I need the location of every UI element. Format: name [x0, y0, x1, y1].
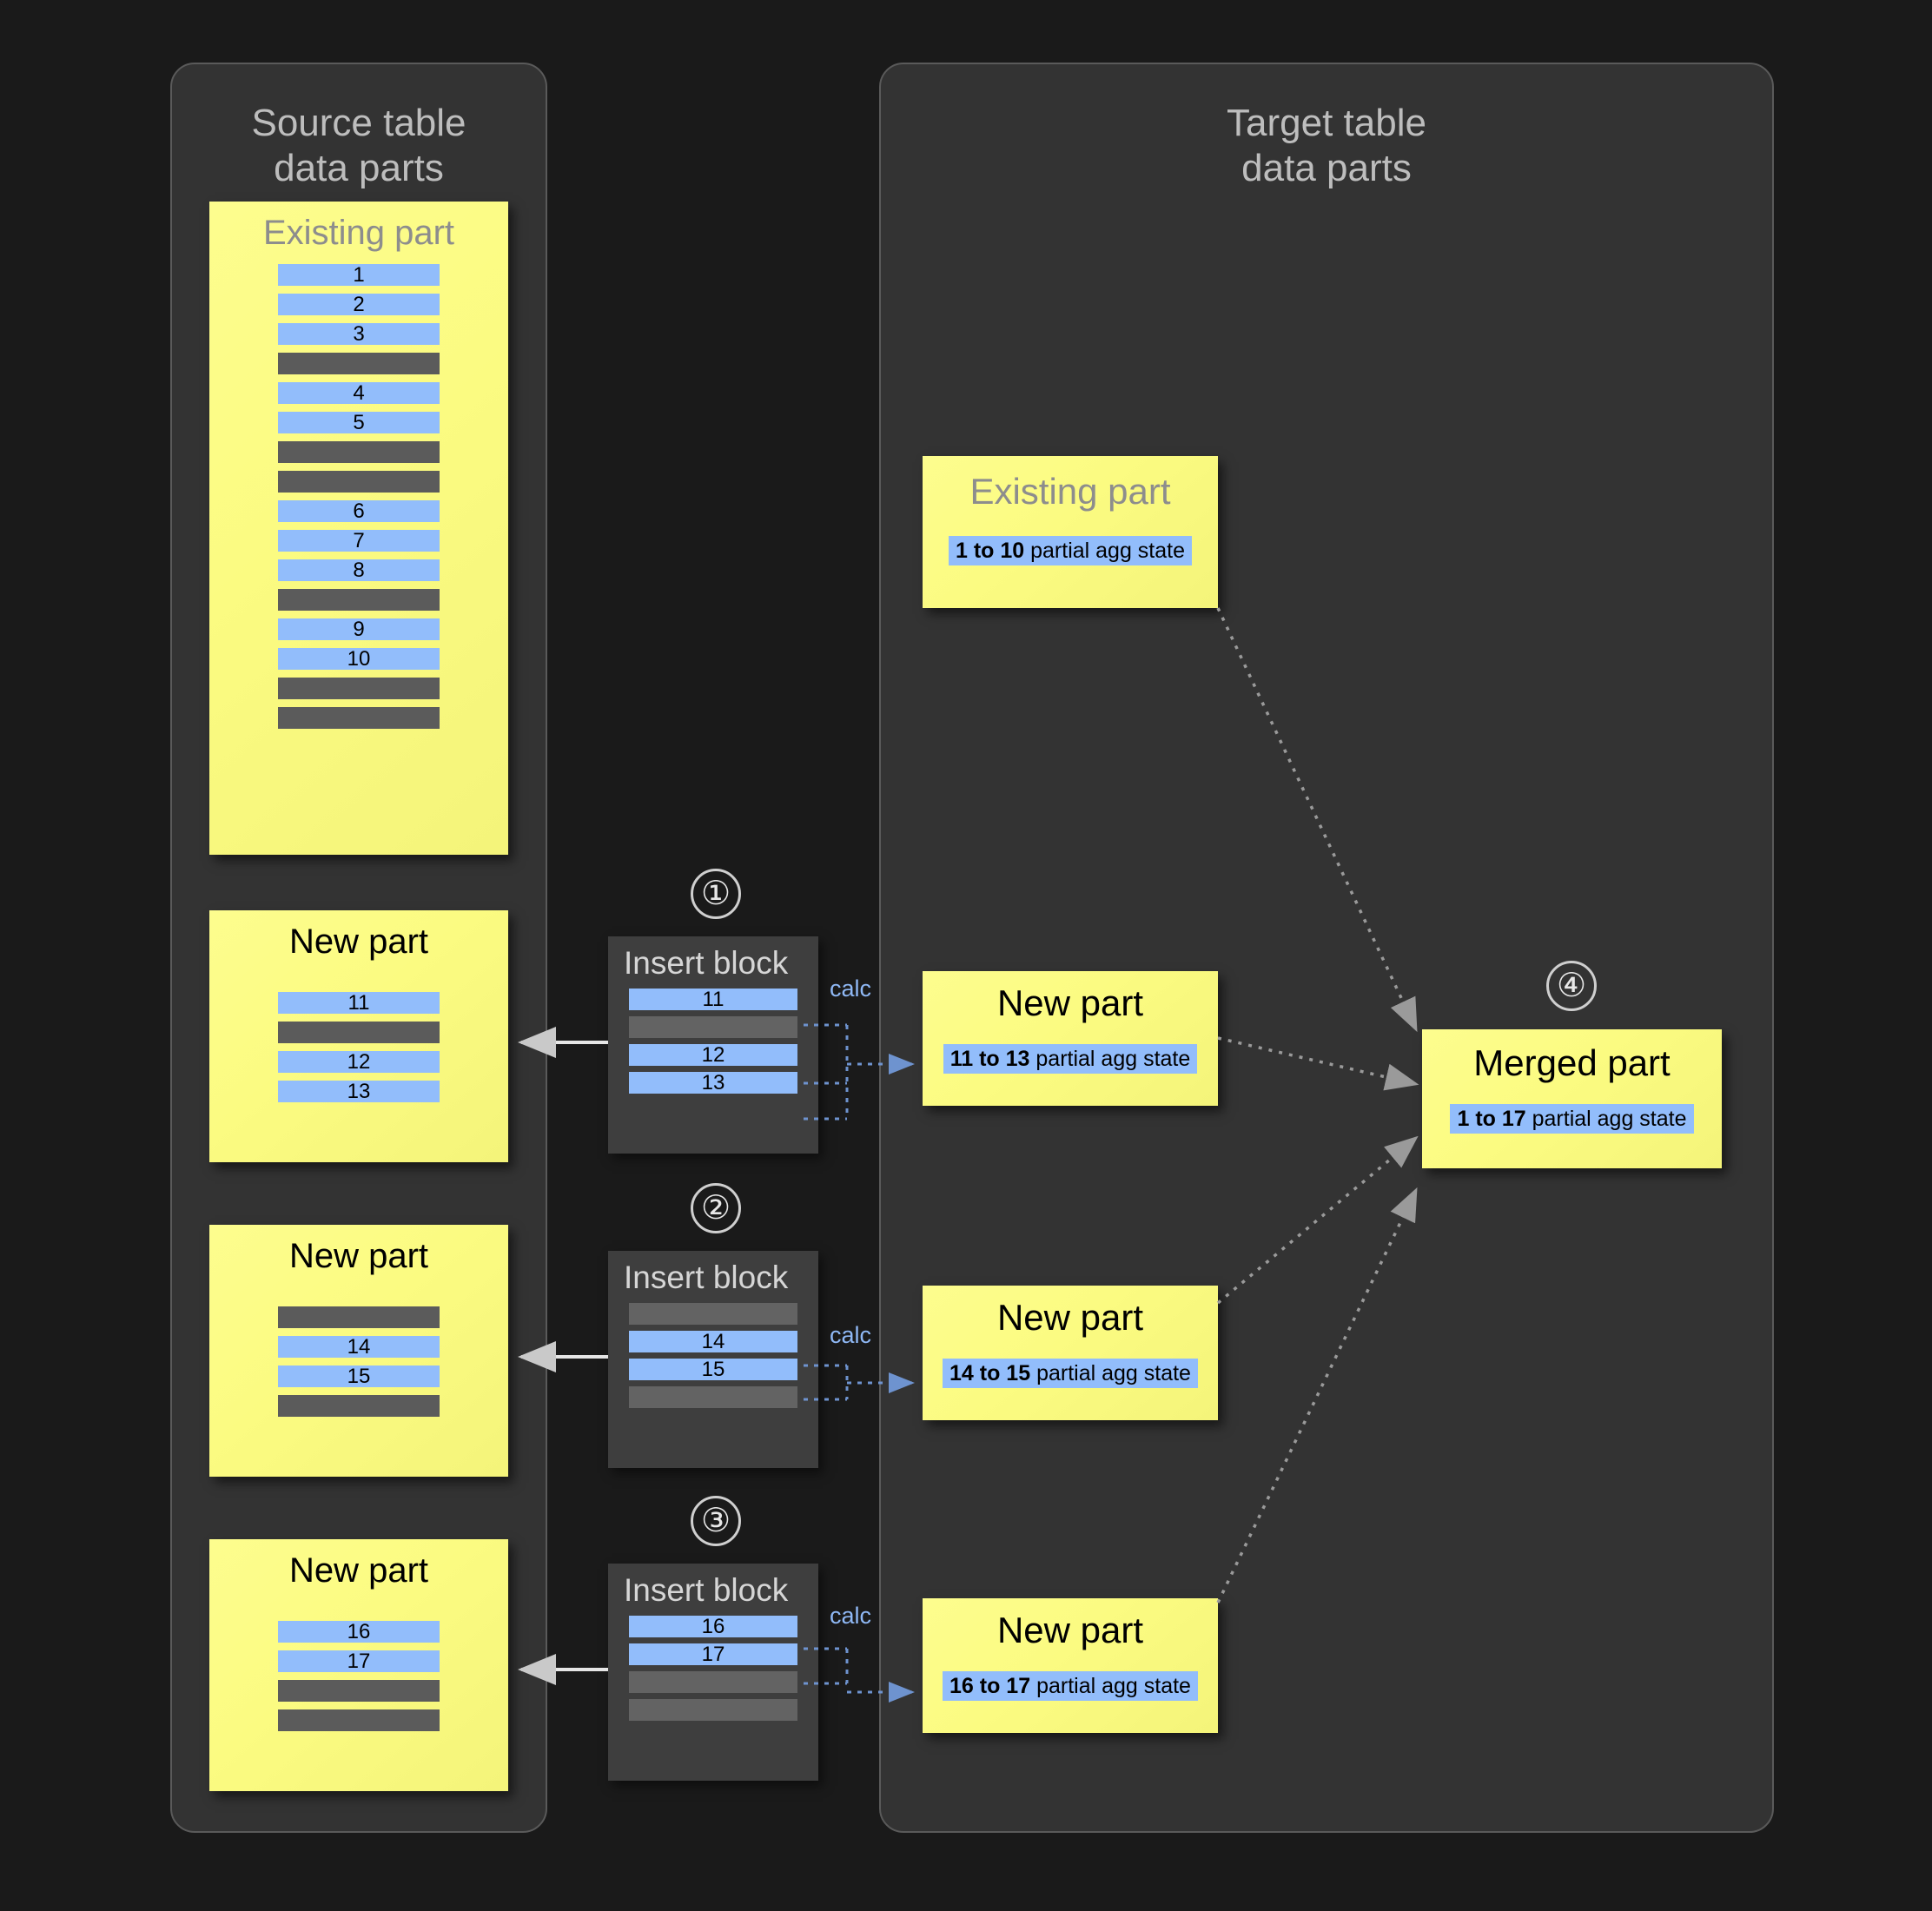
agg-suffix: partial agg state: [1030, 1361, 1191, 1386]
target-new-part-3-title: New part: [996, 1610, 1144, 1650]
data-row: 6: [278, 500, 440, 522]
agg-range: 11 to 13: [949, 1047, 1030, 1072]
step-badge-4: ④: [1546, 961, 1597, 1011]
empty-row: [278, 589, 440, 611]
data-row: 14: [629, 1331, 797, 1352]
data-row: 12: [629, 1044, 797, 1066]
data-row: 16: [278, 1621, 440, 1643]
calc-label-1: calc: [830, 975, 872, 1002]
target-new-part-2-agg: 14 to 15 partial agg state: [943, 1359, 1198, 1389]
agg-suffix: partial agg state: [1030, 1674, 1191, 1699]
agg-range: 1 to 17: [1457, 1107, 1526, 1132]
agg-range: 16 to 17: [949, 1674, 1031, 1699]
data-row: 13: [278, 1081, 440, 1102]
source-new-part-3-title: New part: [288, 1551, 429, 1590]
target-merged-part-title: Merged part: [1473, 1042, 1671, 1083]
agg-range: 1 to 10: [955, 539, 1025, 564]
data-row: 12: [278, 1051, 440, 1073]
step-badge-2: ②: [691, 1183, 741, 1233]
target-existing-part: Existing part 1 to 10 partial agg state: [923, 456, 1218, 608]
target-merged-part-agg: 1 to 17 partial agg state: [1450, 1104, 1694, 1134]
source-existing-part-title: Existing part: [262, 214, 455, 252]
target-existing-part-title: Existing part: [969, 471, 1171, 512]
data-row: 5: [278, 412, 440, 433]
agg-suffix: partial agg state: [1029, 1047, 1191, 1072]
insert-block-1: Insert block 11 12 13: [608, 936, 818, 1154]
empty-row: [629, 1386, 797, 1408]
source-new-part-1-rows: 11 12 13: [209, 969, 508, 1122]
source-new-part-1-title: New part: [288, 922, 429, 961]
data-row: 2: [278, 294, 440, 315]
empty-row: [278, 1022, 440, 1043]
data-row: 7: [278, 530, 440, 552]
data-row: 4: [278, 382, 440, 404]
data-row: 17: [278, 1650, 440, 1672]
insert-block-1-rows: 11 12 13: [608, 989, 818, 1117]
data-row: 3: [278, 323, 440, 345]
empty-row: [278, 441, 440, 463]
step-badge-3: ③: [691, 1496, 741, 1546]
empty-row: [278, 471, 440, 493]
data-row: 14: [278, 1336, 440, 1358]
empty-row: [278, 707, 440, 729]
target-table-title: Target table data parts: [1227, 102, 1426, 189]
target-table-panel: Target table data parts: [879, 63, 1774, 1833]
data-row: 11: [278, 992, 440, 1014]
empty-row: [278, 353, 440, 374]
target-new-part-2: New part 14 to 15 partial agg state: [923, 1286, 1218, 1420]
empty-row: [278, 1395, 440, 1417]
source-existing-part-rows: 1 2 3 4 5 6 7 8 9 10: [209, 261, 508, 749]
agg-range: 14 to 15: [949, 1361, 1031, 1386]
target-new-part-1-title: New part: [996, 982, 1144, 1023]
data-row: 9: [278, 618, 440, 640]
target-new-part-3-agg: 16 to 17 partial agg state: [943, 1671, 1198, 1702]
insert-block-1-title: Insert block: [624, 945, 789, 981]
target-new-part-2-title: New part: [996, 1297, 1144, 1338]
source-new-part-1: New part 11 12 13: [209, 910, 508, 1162]
agg-suffix: partial agg state: [1525, 1107, 1687, 1132]
calc-label-2: calc: [830, 1322, 872, 1348]
empty-row: [629, 1016, 797, 1038]
source-existing-part: Existing part 1 2 3 4 5 6 7 8 9 10: [209, 202, 508, 855]
data-row: 15: [278, 1365, 440, 1387]
target-new-part-1-agg: 11 to 13 partial agg state: [943, 1044, 1198, 1075]
empty-row: [278, 1306, 440, 1328]
empty-row: [278, 1680, 440, 1702]
data-row: 10: [278, 648, 440, 670]
data-row: 11: [629, 989, 797, 1010]
empty-row: [629, 1671, 797, 1693]
data-row: 15: [629, 1359, 797, 1380]
agg-suffix: partial agg state: [1024, 539, 1186, 564]
source-table-title: Source table data parts: [251, 102, 466, 189]
empty-row: [278, 1709, 440, 1731]
step-badge-1: ①: [691, 869, 741, 919]
source-new-part-2-title: New part: [288, 1237, 429, 1275]
insert-block-3-title: Insert block: [624, 1572, 789, 1608]
data-row: 1: [278, 264, 440, 286]
empty-row: [629, 1303, 797, 1325]
calc-label-3: calc: [830, 1603, 872, 1629]
target-existing-part-agg: 1 to 10 partial agg state: [948, 536, 1193, 566]
insert-block-2-title: Insert block: [624, 1260, 789, 1295]
target-new-part-1: New part 11 to 13 partial agg state: [923, 971, 1218, 1106]
target-merged-part: Merged part 1 to 17 partial agg state: [1422, 1029, 1722, 1168]
data-row: 16: [629, 1616, 797, 1637]
target-new-part-3: New part 16 to 17 partial agg state: [923, 1598, 1218, 1733]
data-row: 13: [629, 1072, 797, 1094]
data-row: 8: [278, 559, 440, 581]
empty-row: [278, 678, 440, 699]
data-row: 17: [629, 1643, 797, 1665]
empty-row: [629, 1699, 797, 1721]
